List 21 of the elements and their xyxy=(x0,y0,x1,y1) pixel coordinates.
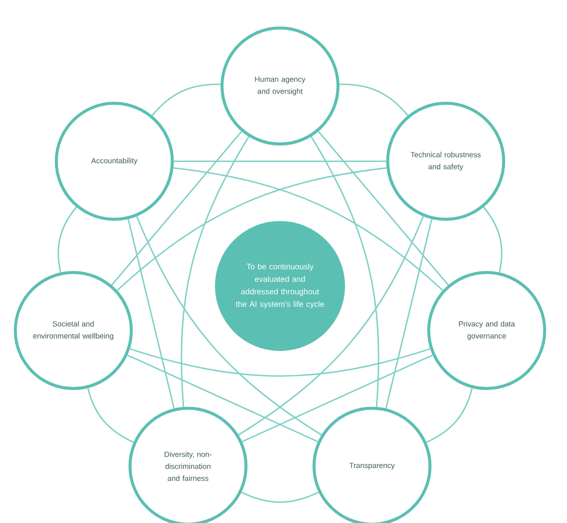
connector-line xyxy=(136,216,322,436)
connector-line xyxy=(242,354,433,442)
connector-line xyxy=(111,130,242,286)
connector-line xyxy=(173,167,444,291)
connector-line xyxy=(483,206,502,273)
connector-line xyxy=(130,348,430,377)
connector-line xyxy=(339,84,408,116)
connector-line xyxy=(116,167,387,291)
connector-line xyxy=(310,136,380,407)
connector-line xyxy=(58,206,77,273)
connector-line xyxy=(426,388,473,443)
connector-line xyxy=(385,218,432,409)
connector-line xyxy=(238,216,424,436)
connector-line xyxy=(318,130,449,286)
connector-line xyxy=(128,218,175,409)
connector-line xyxy=(87,388,134,443)
connector-line xyxy=(152,84,221,116)
connector-line xyxy=(174,160,386,162)
connector-line xyxy=(127,354,318,442)
connector-line xyxy=(180,136,250,407)
connector-line xyxy=(241,492,319,503)
